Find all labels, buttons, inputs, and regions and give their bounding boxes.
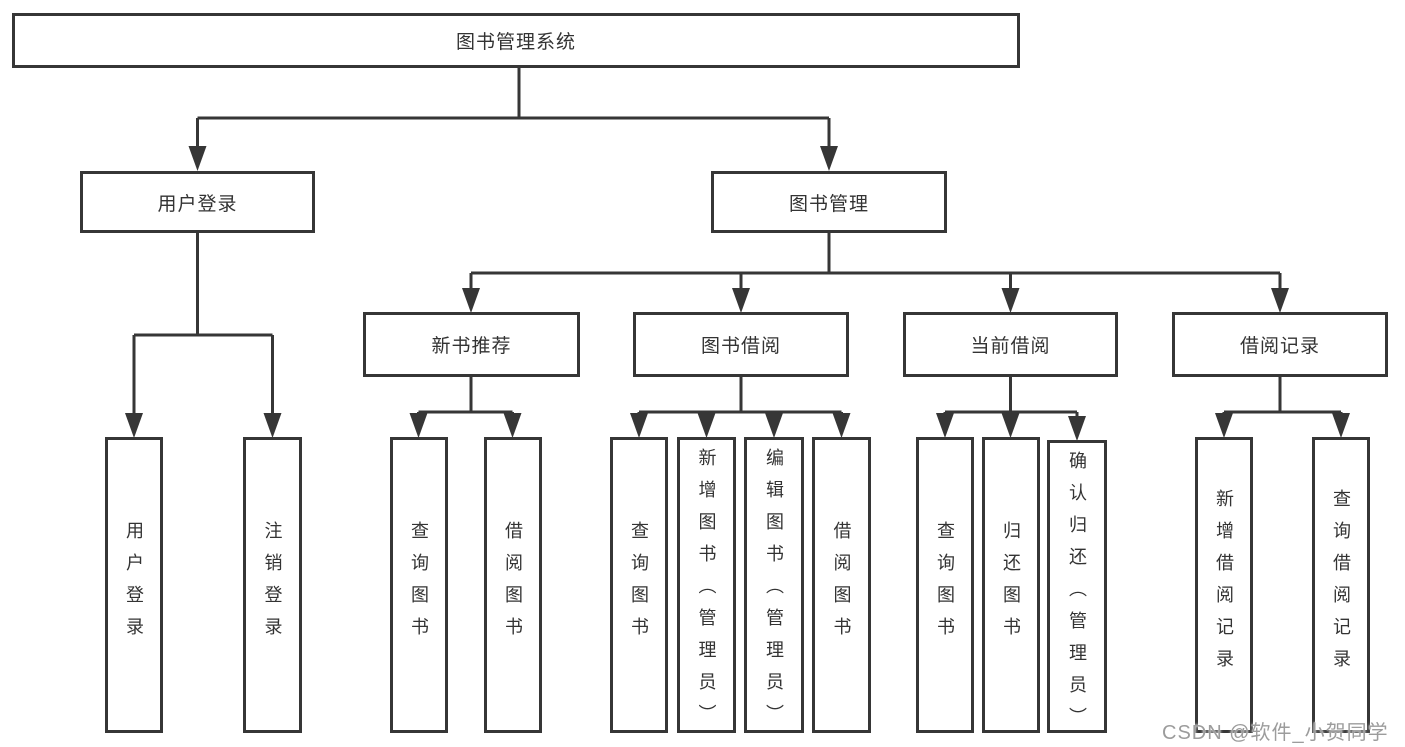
- leaf-label: 编辑图书（管理员）: [764, 448, 784, 736]
- node-label: 图书管理系统: [455, 32, 576, 53]
- node-book-borrowing: 图书借阅: [633, 312, 849, 377]
- node-label: 当前借阅: [970, 336, 1051, 357]
- leaf-return-books: 归还图书: [982, 437, 1040, 733]
- node-label: 图书借阅: [700, 336, 781, 357]
- leaf-query-books-recommend: 查询图书: [390, 437, 448, 733]
- node-borrow-records: 借阅记录: [1172, 312, 1388, 377]
- leaf-add-borrow-record: 新增借阅记录: [1195, 437, 1253, 733]
- leaf-label: 查询图书: [409, 521, 429, 649]
- leaf-confirm-return-admin: 确认归还（管理员）: [1047, 440, 1107, 739]
- connector-bookmgmt-to-level2: [462, 231, 1289, 313]
- leaf-label: 用户登录: [124, 521, 144, 649]
- leaf-label: 新增借阅记录: [1214, 489, 1234, 681]
- node-new-book-recommend: 新书推荐: [363, 312, 580, 377]
- leaf-label: 查询图书: [935, 521, 955, 649]
- connector-root-to-level1: [188, 65, 838, 171]
- connector-newbooks-leaves: [409, 375, 522, 438]
- csdn-watermark: CSDN @软件_小贺同学: [1162, 722, 1389, 744]
- leaf-borrow-books: 借阅图书: [812, 437, 871, 733]
- leaf-edit-books-admin: 编辑图书（管理员）: [744, 437, 804, 736]
- leaf-add-books-admin: 新增图书（管理员）: [677, 437, 736, 736]
- node-label: 借阅记录: [1239, 336, 1320, 357]
- connector-currentborrow-leaves: [936, 375, 1086, 441]
- leaf-label: 新增图书（管理员）: [696, 448, 717, 736]
- leaf-user-login: 用户登录: [105, 437, 163, 733]
- leaf-label: 查询图书: [629, 521, 649, 649]
- leaf-logout: 注销登录: [243, 437, 302, 733]
- leaf-query-borrow-record: 查询借阅记录: [1312, 437, 1370, 733]
- node-label: 用户登录: [157, 193, 238, 215]
- connector-userlogin-leaves: [125, 231, 282, 438]
- node-current-borrowing: 当前借阅: [903, 312, 1118, 377]
- leaf-query-books-current: 查询图书: [916, 437, 974, 733]
- node-label: 新书推荐: [431, 336, 512, 357]
- leaf-borrow-books-recommend: 借阅图书: [484, 437, 542, 733]
- node-book-management: 图书管理: [711, 171, 947, 233]
- leaf-label: 确认归还（管理员）: [1067, 451, 1087, 739]
- leaf-label: 借阅图书: [503, 521, 523, 649]
- node-label: 图书管理: [788, 193, 869, 215]
- leaf-query-books-borrowing: 查询图书: [610, 437, 668, 733]
- leaf-label: 归还图书: [1001, 521, 1021, 649]
- leaf-label: 注销登录: [262, 521, 283, 649]
- leaf-label: 查询借阅记录: [1331, 489, 1351, 681]
- node-user-login: 用户登录: [80, 171, 315, 233]
- connector-borrowrec-leaves: [1215, 375, 1350, 438]
- node-library-system: 图书管理系统: [12, 13, 1020, 68]
- connector-bookborrow-leaves: [630, 375, 851, 438]
- leaf-label: 借阅图书: [831, 521, 852, 649]
